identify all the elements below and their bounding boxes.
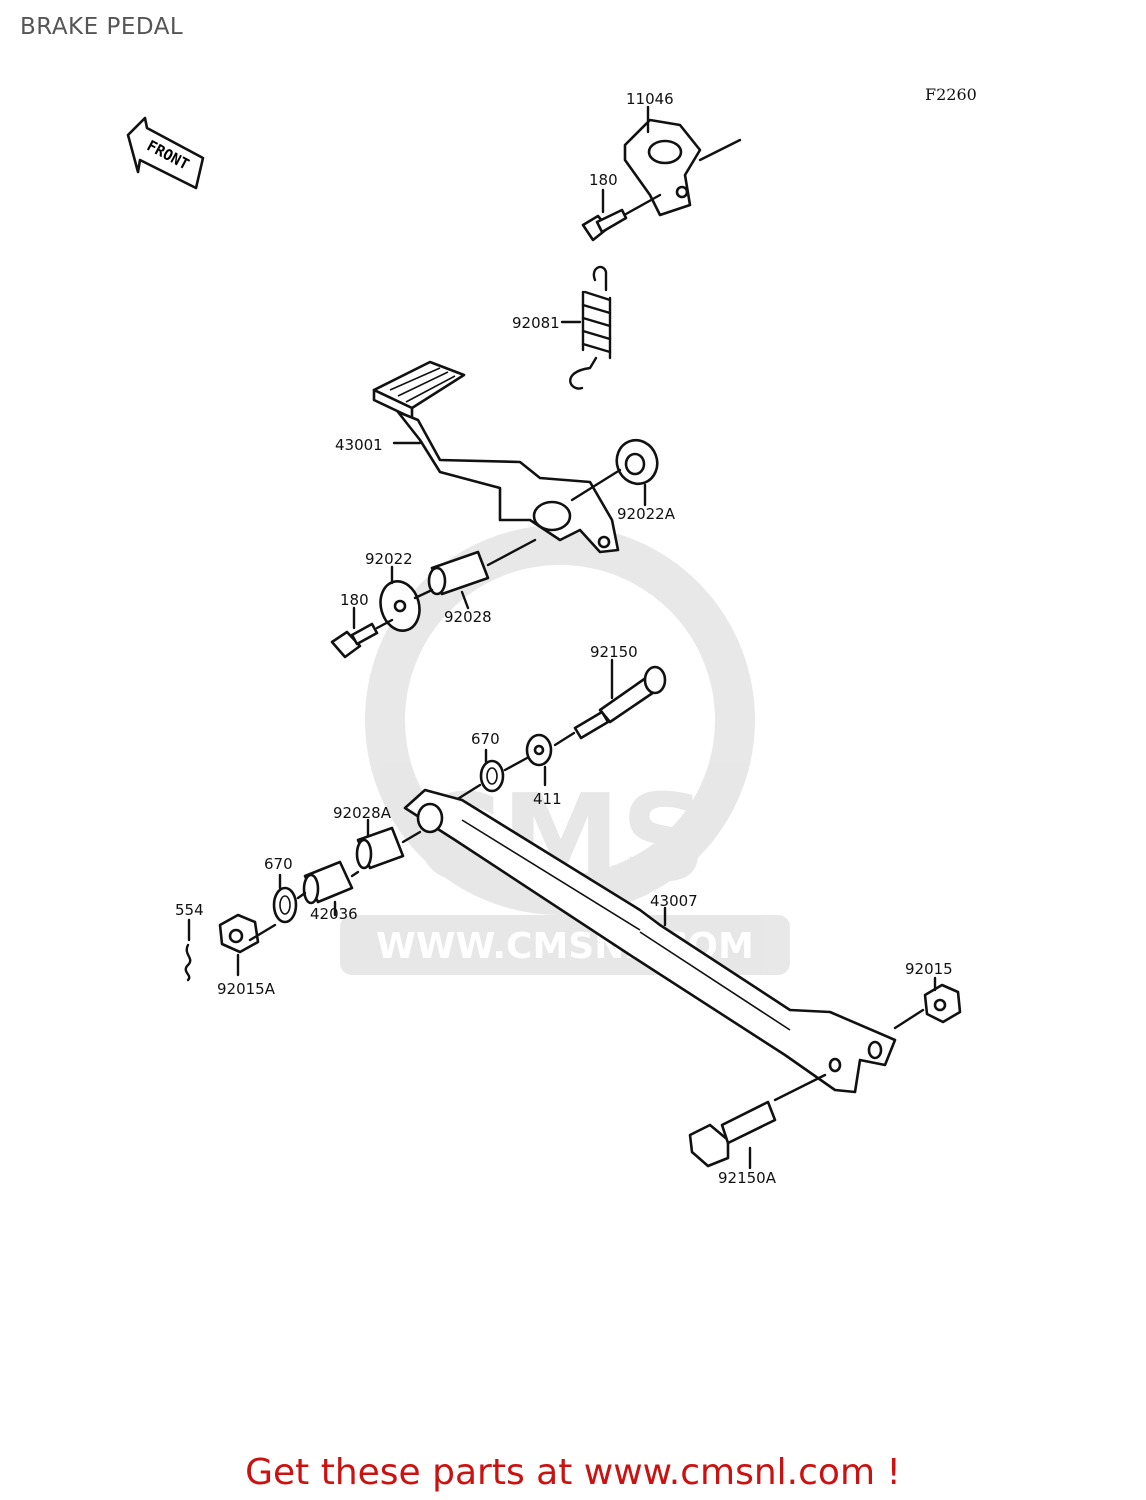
- part-labels: 11046 180 92081 43001 92022A 92022 180 9…: [175, 90, 953, 1187]
- nut-92015a: [218, 913, 277, 977]
- part-label-180: 180: [340, 591, 369, 609]
- part-label-43007: 43007: [650, 892, 698, 910]
- cotter-pin-554: [184, 918, 192, 982]
- bushing-92028a: [355, 818, 422, 870]
- spring-92081: [560, 265, 612, 390]
- cta-link[interactable]: Get these parts at www.cmsnl.com !: [245, 1452, 901, 1493]
- part-label-92150a: 92150A: [718, 1169, 777, 1187]
- figure-code: F2260: [925, 85, 977, 104]
- circlip-670-upper: [454, 748, 505, 802]
- part-label-670: 670: [264, 855, 293, 873]
- bracket-11046: [623, 105, 742, 217]
- part-label-554: 554: [175, 901, 204, 919]
- part-label-411: 411: [533, 790, 562, 808]
- bolt-180-lower: [330, 606, 394, 659]
- part-label-92022a: 92022A: [617, 505, 676, 523]
- part-label-92028: 92028: [444, 608, 492, 626]
- part-label-42036: 42036: [310, 905, 358, 923]
- part-label-11046: 11046: [626, 90, 674, 108]
- part-label-43001: 43001: [335, 436, 383, 454]
- bolt-180-top: [581, 188, 662, 242]
- rod-43007: [403, 788, 897, 1094]
- collar-42036: [302, 860, 360, 917]
- washer-411: [503, 733, 553, 787]
- bolt-92150a: [688, 1073, 827, 1170]
- washer-92022a: [570, 438, 659, 507]
- nut-92015: [893, 976, 962, 1030]
- part-label-92022: 92022: [365, 550, 413, 568]
- circlip-670-lower: [272, 873, 307, 924]
- washer-92022: [379, 565, 434, 632]
- page-title: BRAKE PEDAL: [20, 14, 184, 40]
- part-label-92150: 92150: [590, 643, 638, 661]
- pin-92150: [553, 658, 667, 747]
- part-label-92028a: 92028A: [333, 804, 392, 822]
- bushing-92028: [427, 538, 537, 610]
- front-arrow-icon: FRONT: [126, 116, 205, 190]
- brake-pedal-43001: [372, 360, 620, 554]
- part-label-92015a: 92015A: [217, 980, 276, 998]
- part-label-92015: 92015: [905, 960, 953, 978]
- part-label-670: 670: [471, 730, 500, 748]
- part-label-92081: 92081: [512, 314, 560, 332]
- part-label-180: 180: [589, 171, 618, 189]
